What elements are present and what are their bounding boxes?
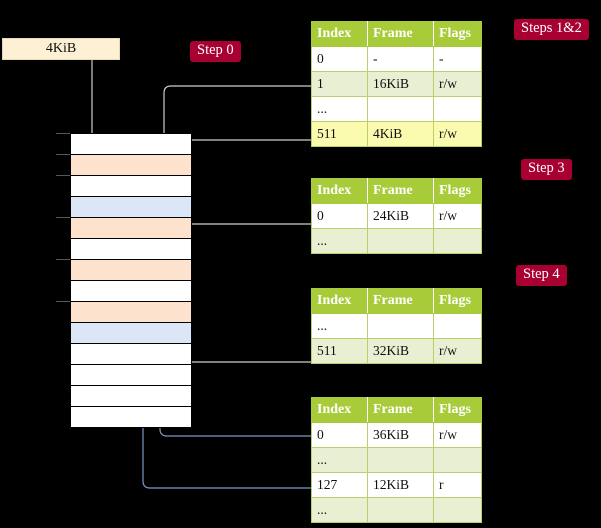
cell-index: ... [311, 313, 368, 339]
memory-frame-row [71, 364, 191, 385]
cell-flags: r/w [433, 422, 482, 448]
cell-frame: 4KiB [367, 121, 434, 147]
memory-frame-row [71, 406, 191, 427]
table-header-row: Index Frame Flags [311, 178, 482, 204]
memory-frame-row [71, 217, 191, 238]
cell-flags: - [433, 46, 482, 72]
memory-frame-row [71, 259, 191, 280]
cell-flags [433, 497, 482, 523]
cell-index: ... [311, 96, 368, 122]
memory-tick-mark [56, 301, 70, 302]
memory-frame-row [71, 322, 191, 343]
cell-index: 511 [311, 338, 368, 364]
cell-index: 0 [311, 203, 368, 229]
memory-frame-row [71, 238, 191, 259]
table-header-row: Index Frame Flags [311, 21, 482, 47]
cell-index: ... [311, 228, 368, 254]
memory-frame-row [71, 385, 191, 406]
memory-tick-mark [56, 175, 70, 176]
badge-steps-1-2: Steps 1&2 [514, 19, 589, 40]
cell-frame [367, 228, 434, 254]
virtual-address-label: 4KiB [45, 41, 77, 56]
cell-flags: r/w [433, 203, 482, 229]
cell-index: ... [311, 497, 368, 523]
table-row: ... [311, 96, 482, 122]
memory-tick-mark [56, 133, 70, 134]
badge-step-0: Step 0 [190, 41, 241, 62]
cell-frame: 36KiB [367, 422, 434, 448]
memory-tick-mark [56, 154, 70, 155]
column-header-flags: Flags [433, 397, 482, 423]
memory-frame-row [71, 343, 191, 364]
column-header-index: Index [311, 21, 368, 47]
cell-index: 0 [311, 46, 368, 72]
column-header-frame: Frame [367, 288, 434, 314]
virtual-address-box: 4KiB [2, 38, 120, 60]
cell-flags: r [433, 472, 482, 498]
cell-frame: 32KiB [367, 338, 434, 364]
memory-frame-row [71, 175, 191, 196]
cell-frame [367, 447, 434, 473]
table-row: ... [311, 497, 482, 523]
table-row: ... [311, 447, 482, 473]
cell-frame [367, 96, 434, 122]
cell-index: 127 [311, 472, 368, 498]
cell-flags [433, 313, 482, 339]
table-row: ... [311, 313, 482, 339]
cell-frame: 24KiB [367, 203, 434, 229]
memory-frame-row [71, 301, 191, 322]
memory-frame-row [71, 133, 191, 154]
cell-flags [433, 447, 482, 473]
memory-frame-row [71, 154, 191, 175]
column-header-flags: Flags [433, 21, 482, 47]
column-header-flags: Flags [433, 288, 482, 314]
cell-flags [433, 228, 482, 254]
cell-frame: 16KiB [367, 71, 434, 97]
cell-frame: 12KiB [367, 472, 434, 498]
column-header-index: Index [311, 288, 368, 314]
memory-tick-mark [56, 217, 70, 218]
cell-frame [367, 313, 434, 339]
table-header-row: Index Frame Flags [311, 288, 482, 314]
cell-flags [433, 96, 482, 122]
column-header-index: Index [311, 397, 368, 423]
column-header-frame: Frame [367, 178, 434, 204]
cell-flags: r/w [433, 71, 482, 97]
cell-index: 1 [311, 71, 368, 97]
cell-index: ... [311, 447, 368, 473]
column-header-frame: Frame [367, 397, 434, 423]
column-header-index: Index [311, 178, 368, 204]
table-row: ... [311, 228, 482, 254]
memory-frame-row [71, 280, 191, 301]
column-header-flags: Flags [433, 178, 482, 204]
cell-frame [367, 497, 434, 523]
cell-frame: - [367, 46, 434, 72]
table-row: 0-- [311, 46, 482, 72]
cell-index: 511 [311, 121, 368, 147]
badge-step-3: Step 3 [521, 159, 572, 180]
table-header-row: Index Frame Flags [311, 397, 482, 423]
column-header-frame: Frame [367, 21, 434, 47]
memory-frame-row [71, 196, 191, 217]
cell-flags: r/w [433, 121, 482, 147]
physical-memory-column [70, 133, 192, 428]
cell-index: 0 [311, 422, 368, 448]
cell-flags: r/w [433, 338, 482, 364]
badge-step-4: Step 4 [516, 265, 567, 286]
memory-tick-mark [56, 259, 70, 260]
